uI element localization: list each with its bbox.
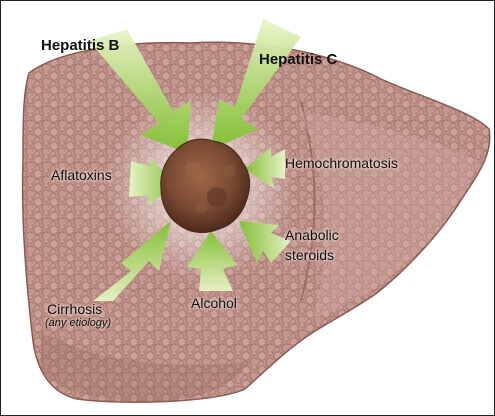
label-aflatoxins: Aflatoxins: [51, 167, 112, 183]
label-alcohol: Alcohol: [191, 295, 237, 311]
label-anabolic: Anabolic: [285, 227, 339, 243]
label-hepatitis-c: Hepatitis C: [259, 51, 337, 68]
label-hemochromatosis: Hemochromatosis: [285, 155, 398, 171]
label-hepatitis-b: Hepatitis B: [41, 37, 119, 54]
tumor-mass: [161, 139, 250, 232]
label-steroids: steroids: [285, 247, 334, 263]
label-cirrhosis-note: (any etiology): [45, 317, 111, 329]
label-cirrhosis: Cirrhosis: [47, 301, 102, 317]
